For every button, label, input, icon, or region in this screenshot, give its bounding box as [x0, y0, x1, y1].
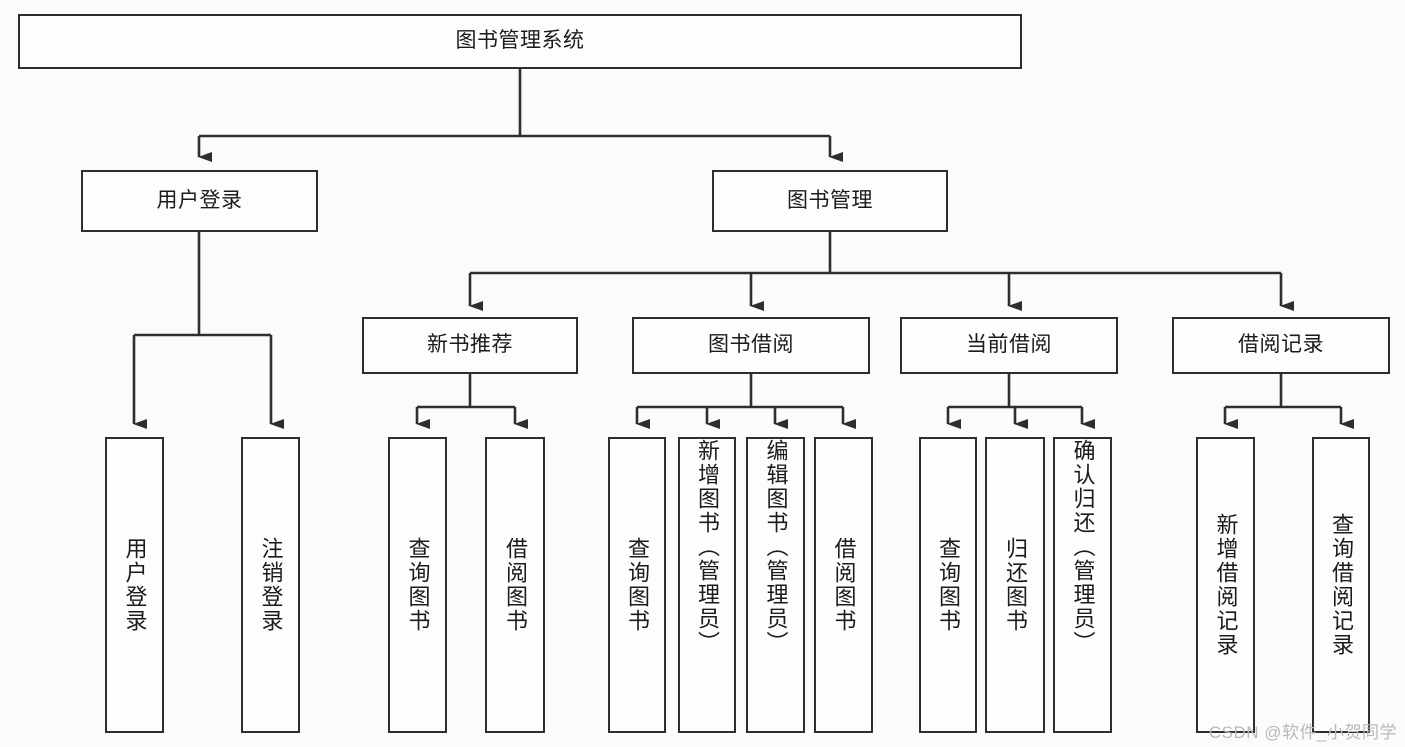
leaf-node[interactable]: 借阅图书 [485, 437, 545, 733]
node-borrow-record[interactable]: 借阅记录 [1172, 317, 1390, 374]
leaf-node[interactable]: 编辑图书（管理员） [746, 437, 805, 733]
leaf-node-label: 查询图书 [405, 537, 431, 633]
leaf-node-label: 查询借阅记录 [1329, 513, 1354, 657]
leaf-node[interactable]: 用户登录 [105, 437, 164, 733]
node-root-label: 图书管理系统 [455, 29, 585, 53]
leaf-node-label: 借阅图书 [831, 537, 857, 633]
leaf-node-label: 编辑图书（管理员） [763, 439, 789, 655]
node-book-management[interactable]: 图书管理 [712, 170, 948, 232]
node-current-borrow[interactable]: 当前借阅 [900, 317, 1118, 374]
node-new-book-recommendation[interactable]: 新书推荐 [362, 317, 578, 374]
leaf-node[interactable]: 借阅图书 [814, 437, 873, 733]
leaf-node[interactable]: 确认归还（管理员） [1053, 437, 1112, 733]
leaf-node[interactable]: 查询借阅记录 [1312, 437, 1370, 733]
leaf-node[interactable]: 查询图书 [919, 437, 977, 733]
leaf-node[interactable]: 归还图书 [985, 437, 1045, 733]
node-book-management-label: 图书管理 [787, 188, 873, 212]
leaf-node[interactable]: 新增借阅记录 [1196, 437, 1255, 733]
leaf-node[interactable]: 新增图书（管理员） [678, 437, 736, 733]
leaf-node-label: 注销登录 [258, 537, 284, 633]
node-book-borrow[interactable]: 图书借阅 [632, 317, 870, 374]
leaf-node-label: 确认归还（管理员） [1070, 439, 1096, 655]
node-root[interactable]: 图书管理系统 [18, 14, 1022, 69]
leaf-node[interactable]: 注销登录 [241, 437, 300, 733]
leaf-node-label: 用户登录 [122, 537, 148, 633]
leaf-node-label: 新增图书（管理员） [695, 439, 720, 655]
node-new-book-recommendation-label: 新书推荐 [427, 333, 513, 357]
leaf-node-label: 借阅图书 [503, 537, 528, 633]
node-user-login[interactable]: 用户登录 [81, 170, 318, 232]
leaf-node-label: 归还图书 [1003, 537, 1028, 633]
node-current-borrow-label: 当前借阅 [966, 333, 1052, 357]
leaf-node-label: 新增借阅记录 [1213, 513, 1239, 657]
node-book-borrow-label: 图书借阅 [708, 333, 794, 357]
leaf-node-label: 查询图书 [625, 537, 650, 633]
leaf-node-label: 查询图书 [936, 537, 961, 633]
leaf-node[interactable]: 查询图书 [388, 437, 447, 733]
node-user-login-label: 用户登录 [156, 188, 243, 212]
node-borrow-record-label: 借阅记录 [1238, 333, 1324, 357]
leaf-node[interactable]: 查询图书 [608, 437, 666, 733]
